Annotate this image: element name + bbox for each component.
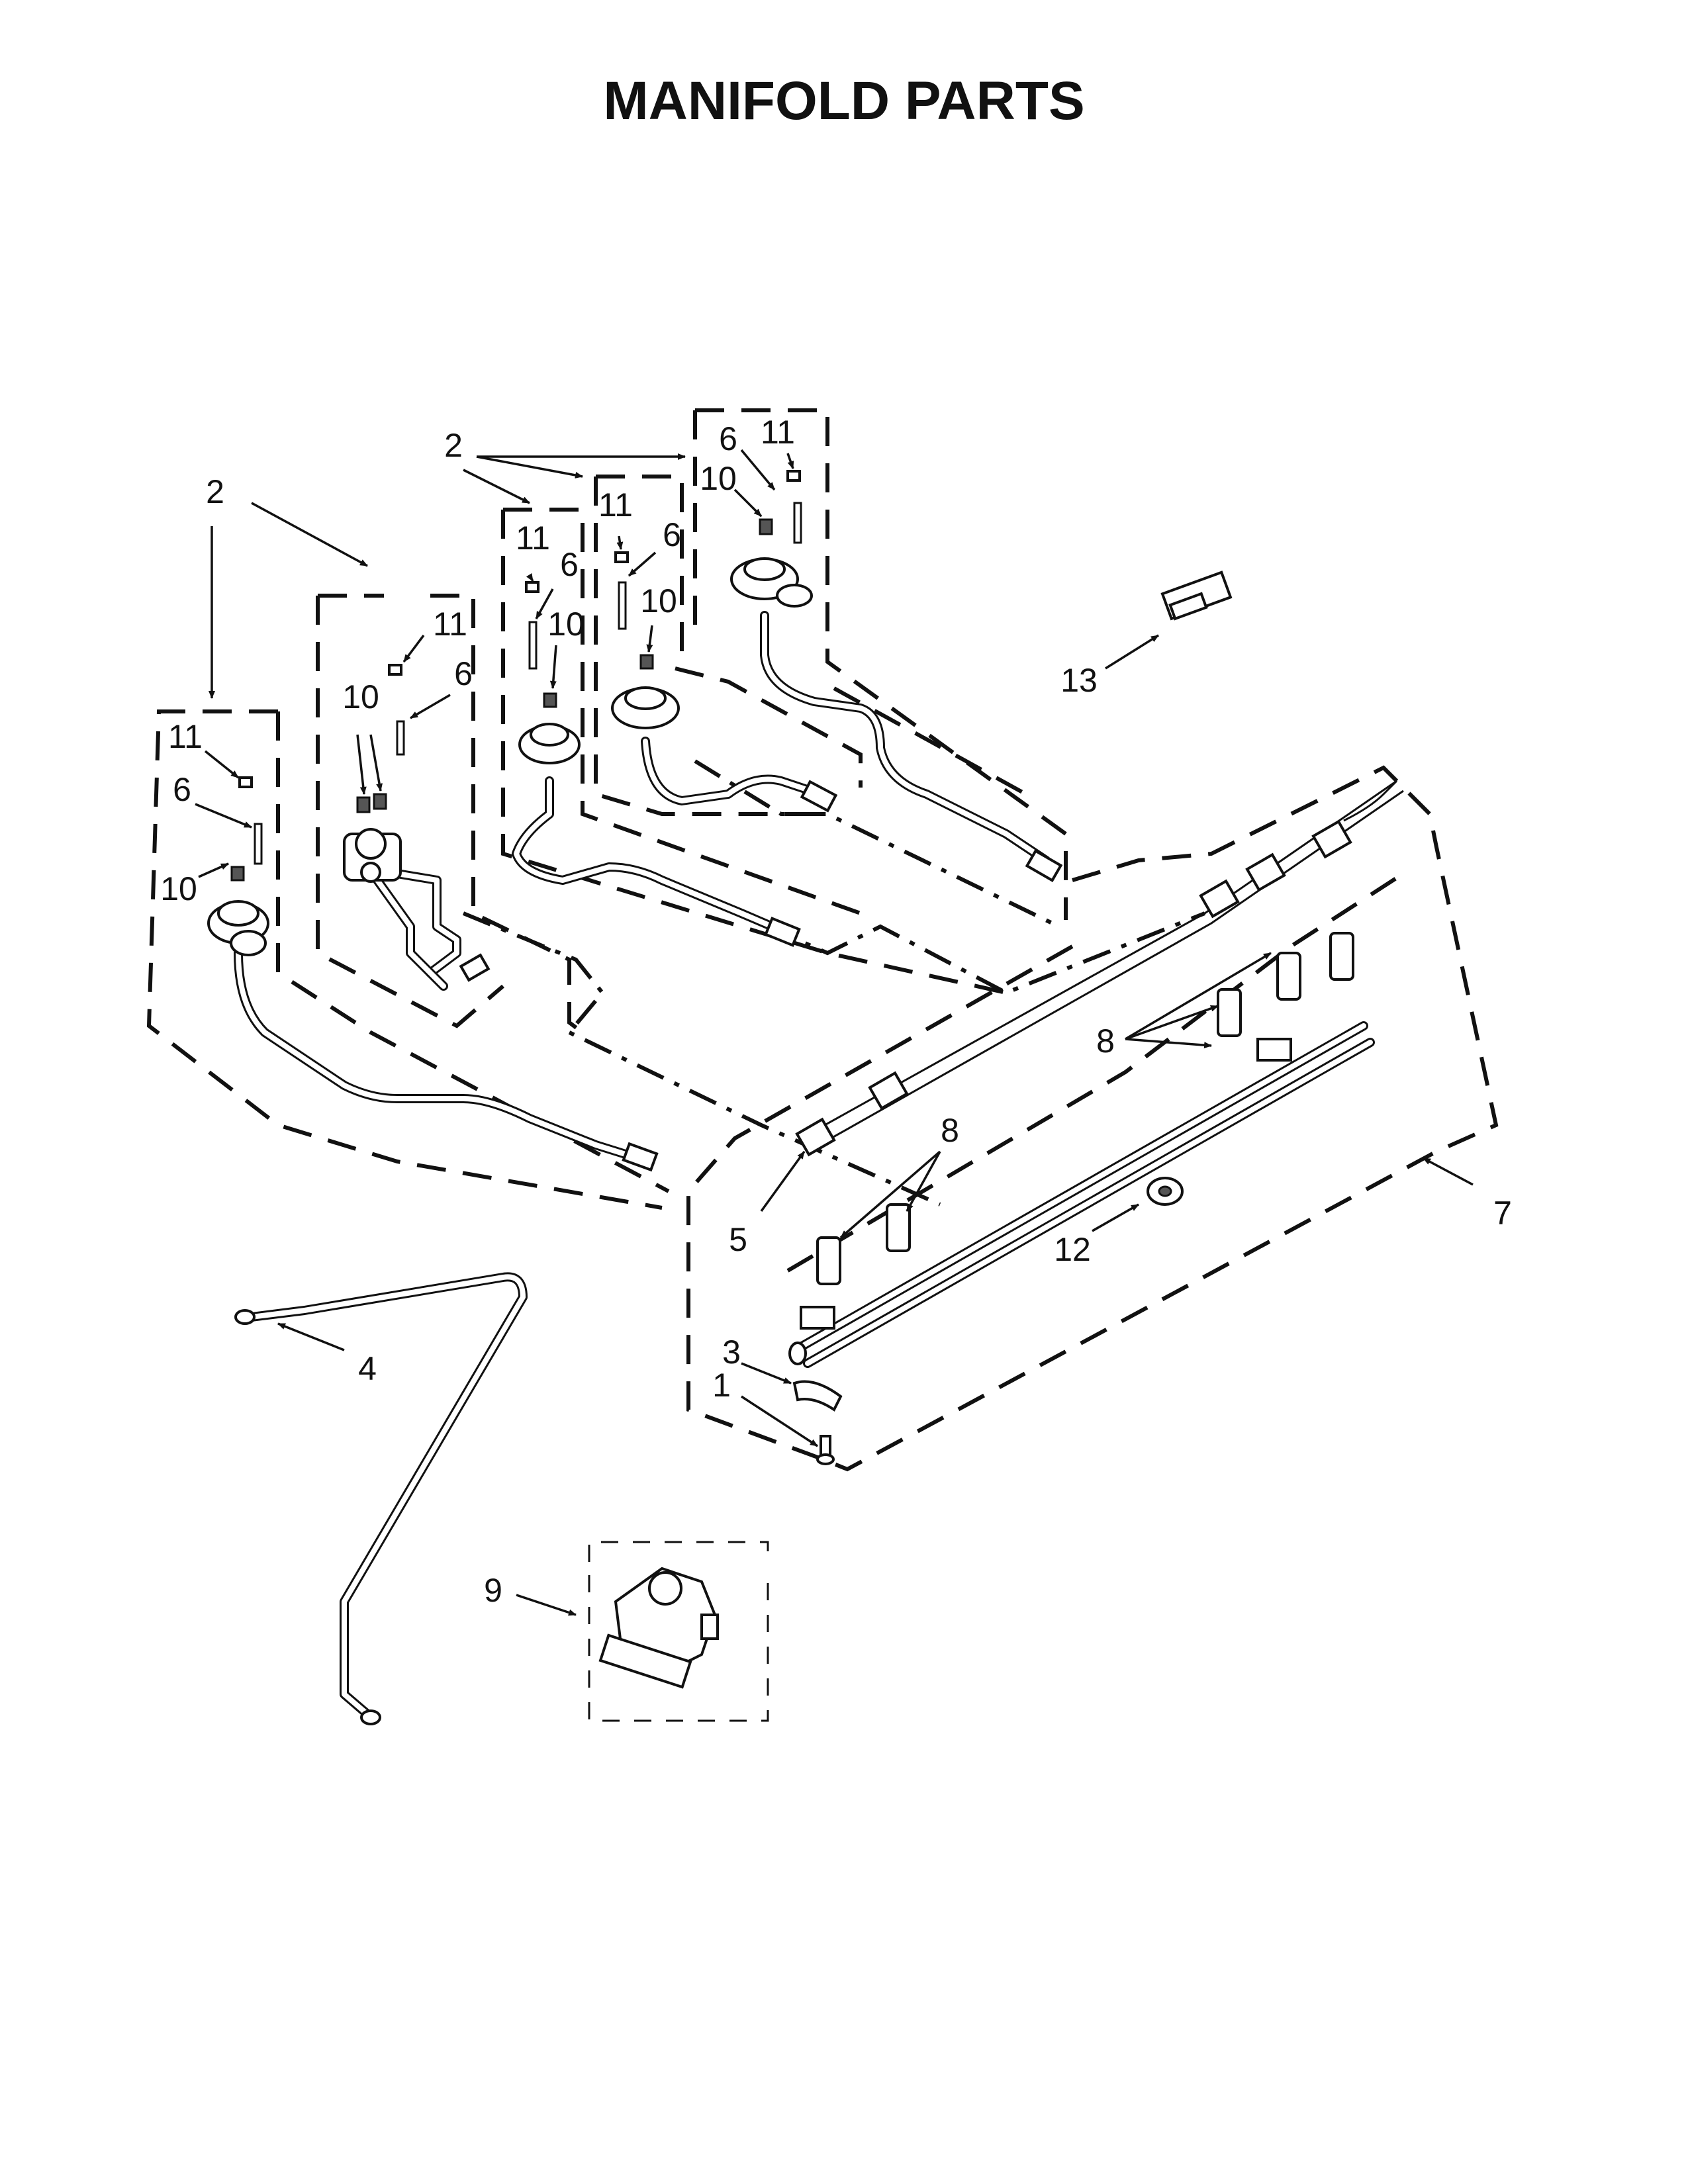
callout-4: 4 xyxy=(358,1350,377,1387)
callout-6: 6 xyxy=(560,546,579,583)
gas-tubes xyxy=(234,611,1051,1166)
callout-13: 13 xyxy=(1060,662,1098,699)
valve-1 xyxy=(207,776,269,956)
callout-11: 11 xyxy=(433,606,467,643)
callout-9: 9 xyxy=(484,1572,502,1609)
callout-10: 10 xyxy=(342,678,379,715)
callout-2: 2 xyxy=(206,473,224,510)
callout-11: 11 xyxy=(168,718,203,755)
callout-1: 1 xyxy=(712,1367,731,1404)
callout-6: 6 xyxy=(719,420,737,457)
callout-10: 10 xyxy=(160,870,197,907)
callout-8: 8 xyxy=(1096,1023,1115,1060)
callout-10: 10 xyxy=(700,460,737,497)
spark-module xyxy=(1160,570,1233,621)
callout-11: 11 xyxy=(516,520,550,557)
valve-5 xyxy=(730,470,813,608)
pressure-regulator xyxy=(588,1541,769,1722)
callout-11: 11 xyxy=(761,414,795,451)
callout-6: 6 xyxy=(454,655,473,692)
callout-10: 10 xyxy=(547,606,585,643)
leader-lines xyxy=(195,449,1474,1616)
manifold-assembly xyxy=(788,780,1404,1465)
callout-7: 7 xyxy=(1493,1195,1512,1232)
assembly-outlines xyxy=(146,408,1499,1472)
page-title: MANIFOLD PARTS xyxy=(603,71,1084,131)
supply-tube xyxy=(234,1272,528,1725)
valve-4 xyxy=(611,551,680,729)
valve-3 xyxy=(518,581,581,764)
valve-2 xyxy=(343,664,405,883)
callout-12: 12 xyxy=(1054,1231,1091,1268)
callout-8: 8 xyxy=(941,1112,959,1149)
tube-nuts xyxy=(459,780,1063,1172)
callout-11: 11 xyxy=(598,486,633,523)
burner-valves xyxy=(207,470,813,956)
callout-3: 3 xyxy=(722,1334,741,1371)
callout-6: 6 xyxy=(173,771,191,808)
callout-labels: 2 2 11 6 10 11 6 10 11 6 10 11 6 10 6 11… xyxy=(160,414,1512,1609)
callout-6: 6 xyxy=(663,516,681,553)
callout-10: 10 xyxy=(640,582,677,619)
callout-5: 5 xyxy=(729,1221,747,1258)
callout-2: 2 xyxy=(444,427,463,464)
